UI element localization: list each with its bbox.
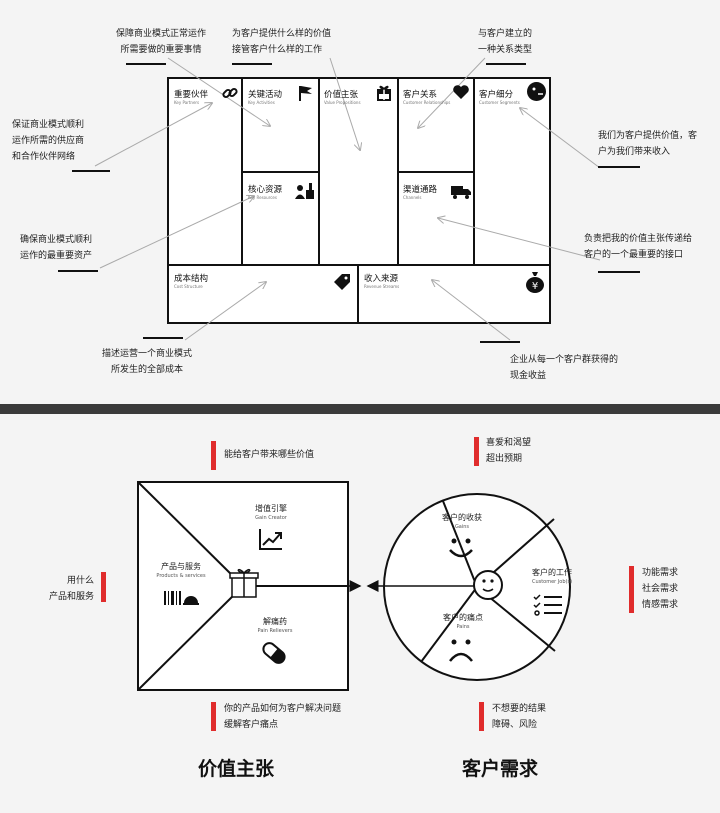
underline — [598, 166, 640, 168]
underline — [480, 341, 520, 343]
note-relationship: 与客户建立的 一种关系类型 — [478, 29, 533, 55]
truck-icon — [451, 186, 471, 199]
note-pains-bottom-left: 你的产品如何为客户解决问题 缓解客户痛点 — [224, 704, 342, 730]
cell-revenue-sub: Revenue Streams — [364, 284, 400, 289]
annotation-arrows — [94, 57, 601, 341]
svg-text:¥: ¥ — [532, 281, 538, 292]
jobs-sub: Customer Job(s) — [531, 579, 573, 585]
cell-segments-sub: Customer Segments — [479, 100, 520, 105]
money-bag-icon: ¥ — [526, 272, 544, 293]
cell-key-activities-sub: Key Activities — [248, 100, 275, 105]
underline — [232, 63, 272, 65]
products-title: 产品与服务 — [161, 562, 201, 571]
underline — [598, 271, 640, 273]
heart-icon — [453, 85, 469, 99]
flag-icon — [299, 86, 312, 101]
cell-resources-title: 核心资源 — [248, 185, 283, 195]
pains-title: 客户的痛点 — [443, 613, 483, 622]
gift-icon — [377, 85, 391, 101]
note-cost: 描述运营一个商业模式 所发生的全部成本 — [101, 349, 192, 375]
cell-value-title: 价值主张 — [324, 90, 359, 100]
pain-relievers-sub: Pain Relievers — [257, 628, 293, 634]
cell-relationships-sub: Customer Relationships — [403, 100, 451, 105]
underline — [486, 63, 526, 65]
barcode-icon — [164, 591, 199, 605]
gift-icon — [229, 568, 259, 598]
cell-segments-title: 客户细分 — [479, 90, 514, 100]
note-jobs-right: 功能需求 社会需求 情感需求 — [642, 568, 679, 610]
underline — [126, 63, 166, 65]
rising-chart-icon — [259, 529, 282, 550]
cell-value-sub: Value Propositions — [324, 100, 361, 105]
underline — [58, 270, 98, 272]
resources-icon — [295, 183, 314, 199]
gains-title: 客户的收获 — [442, 513, 482, 522]
cell-cost-title: 成本结构 — [174, 274, 209, 284]
note-channels: 负责把我的价值主张传递给 客户的一个最重要的接口 — [584, 234, 693, 260]
caption-customer-needs: 客户需求 — [462, 758, 539, 780]
pains-sub: Pains — [456, 624, 470, 630]
note-revenue: 企业从每一个客户群获得的 现金收益 — [510, 355, 619, 381]
link-icon — [222, 87, 238, 99]
gains-sub: Gains — [454, 524, 470, 530]
note-pains-bottom-right: 不想要的结果 障碍、风险 — [492, 704, 547, 730]
cell-channels-title: 渠道通路 — [403, 185, 438, 195]
caption-value-proposition: 价值主张 — [198, 758, 275, 780]
canvas-grid — [167, 77, 551, 324]
checklist-icon — [533, 594, 562, 616]
cell-channels-sub: Channels — [403, 195, 422, 200]
accent-bar — [101, 572, 106, 602]
cell-relationships-title: 客户关系 — [403, 90, 438, 100]
note-value-top: 能给客户带来哪些价值 — [224, 450, 315, 460]
accent-bar — [629, 566, 634, 613]
gain-creator-title: 增值引擎 — [255, 504, 287, 513]
cell-cost-sub: Cost Structure — [174, 284, 203, 289]
note-partners: 保证商业模式顺利 运作所需的供应商 和合作伙伴网络 — [12, 120, 85, 162]
underline — [143, 337, 183, 339]
note-gains-top: 喜爱和渴望 超出预期 — [486, 438, 532, 464]
note-resources: 确保商业模式顺利 运作的最重要资产 — [20, 235, 93, 261]
accent-bar — [474, 437, 479, 466]
accent-bar — [211, 702, 216, 731]
smile-icon — [449, 538, 473, 558]
accent-bar — [211, 441, 216, 470]
cell-key-partners-title: 重要伙伴 — [174, 90, 209, 100]
cell-key-partners-sub: Key Partners — [174, 100, 200, 105]
note-activities: 保障商业模式正常运作 所需要做的重要事情 — [115, 29, 206, 55]
gain-creator-sub: Gain Creator — [255, 515, 287, 521]
underline — [72, 170, 110, 172]
jobs-title: 客户的工作 — [532, 568, 572, 577]
section-divider — [0, 404, 720, 414]
pill-icon — [262, 642, 286, 664]
accent-bar — [479, 702, 484, 731]
cell-key-activities-title: 关键活动 — [248, 90, 283, 100]
note-segments: 我们为客户提供价值，客 户为我们带来收入 — [598, 131, 698, 157]
cell-revenue-title: 收入来源 — [364, 274, 399, 284]
note-value: 为客户提供什么样的价值 接管客户什么样的工作 — [232, 29, 332, 55]
pain-relievers-title: 解痛药 — [263, 617, 287, 626]
cell-resources-sub: Key Resources — [248, 195, 277, 200]
tag-icon — [334, 274, 350, 290]
products-sub: Products & services — [156, 573, 206, 579]
face-icon — [527, 82, 546, 101]
note-products-left: 用什么 产品和服务 — [48, 576, 94, 602]
sad-icon — [449, 639, 473, 662]
customer-face-icon — [473, 570, 503, 600]
